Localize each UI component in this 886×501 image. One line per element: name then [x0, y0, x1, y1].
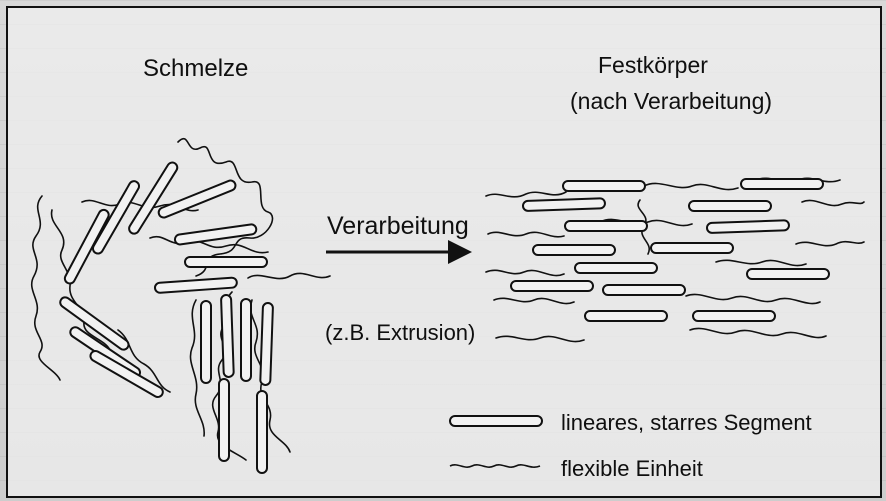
- solid-segment: [693, 311, 775, 321]
- melt-segment: [221, 295, 234, 377]
- solid-segment: [533, 245, 615, 255]
- solid-segment: [585, 311, 667, 321]
- melt-segment: [127, 161, 179, 236]
- melt-segment: [155, 277, 237, 293]
- melt-segment: [241, 299, 251, 381]
- solid-segment: [563, 181, 645, 191]
- melt-segment: [201, 301, 211, 383]
- legend: [450, 416, 542, 467]
- process-arrow: [326, 240, 472, 264]
- solid-segment: [523, 198, 605, 211]
- solid-label: Festkörper: [598, 52, 708, 79]
- legend-flexible-swatch: [450, 465, 540, 467]
- legend-rigid-label: lineares, starres Segment: [561, 410, 812, 436]
- solid-segment: [747, 269, 829, 279]
- legend-rigid-swatch: [450, 416, 542, 426]
- melt-segment: [157, 179, 237, 219]
- melt-segment: [260, 303, 273, 385]
- melt-flexible-chains: [32, 139, 330, 460]
- solid-rigid-segments: [511, 179, 829, 321]
- solid-segment: [603, 285, 685, 295]
- melt-segment: [257, 391, 267, 473]
- legend-flexible-label: flexible Einheit: [561, 456, 703, 482]
- solid-sublabel: (nach Verarbeitung): [570, 88, 772, 115]
- solid-segment: [565, 221, 647, 231]
- melt-segment: [185, 257, 267, 267]
- solid-segment: [707, 220, 789, 233]
- melt-rigid-segments: [58, 161, 273, 473]
- solid-segment: [689, 201, 771, 211]
- process-label: Verarbeitung: [327, 212, 469, 241]
- solid-segment: [741, 179, 823, 189]
- melt-segment: [174, 224, 257, 245]
- solid-segment: [511, 281, 593, 291]
- melt-label: Schmelze: [143, 55, 248, 83]
- process-example-label: (z.B. Extrusion): [325, 320, 475, 346]
- solid-segment: [651, 243, 733, 253]
- solid-segment: [575, 263, 657, 273]
- melt-segment: [219, 379, 229, 461]
